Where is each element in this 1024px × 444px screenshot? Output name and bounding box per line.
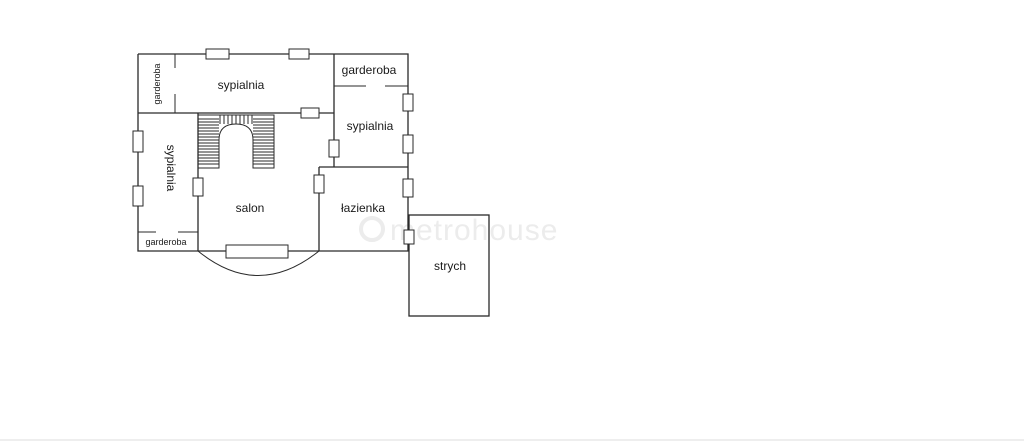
window [402,93,414,112]
window [225,244,289,259]
window [192,177,204,197]
window [288,48,310,60]
room-label-sypialnia-right: sypialnia [347,119,394,133]
room-label-lazienka: łazienka [341,201,385,215]
windows [132,48,415,259]
room-labels: sypialnia garderoba garderoba sypialnia … [145,63,466,273]
watermark-logo-icon [359,216,385,242]
window [402,178,414,198]
bay-window-curve [197,250,320,276]
room-label-sypialnia-top: sypialnia [218,78,265,92]
room-label-garderoba-bottom-left: garderoba [145,237,186,247]
staircase [197,114,275,169]
main-outline [137,53,409,252]
window [402,134,414,154]
room-label-garderoba-top-left: garderoba [152,63,162,104]
window [132,130,144,153]
attic-outline [408,214,490,317]
window [205,48,230,60]
window [313,174,325,194]
window [328,139,340,158]
window [403,229,415,245]
window [300,107,320,119]
watermark: metrohouse [359,214,558,247]
room-label-salon: salon [236,201,265,215]
stair-arch [197,114,275,169]
room-label-sypialnia-left: sypialnia [164,145,178,192]
window [132,185,144,207]
room-label-strych: strych [434,259,466,273]
room-label-garderoba-top-right: garderoba [342,63,397,77]
watermark-text: metrohouse [390,214,558,247]
